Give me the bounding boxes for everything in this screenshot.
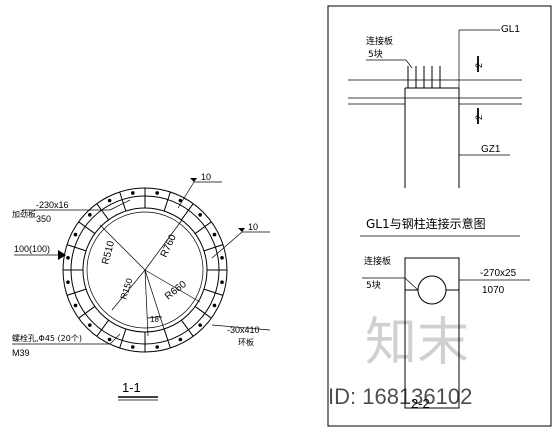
bolt-hole [220,255,224,260]
watermark-id: ID: 168136102 [328,384,472,409]
bolt-holes [66,191,224,349]
stiffener-spoke [163,191,171,212]
radius-label-r760: R760 [159,233,179,260]
ring-size-label: -30x410 [227,325,260,335]
stiffener-spoke [119,191,127,212]
s22-size-label: -270x25 [480,268,517,279]
tag-top-marker [190,178,197,182]
s22-plate-leader-d [404,277,419,291]
radius-line-r660 [144,269,201,303]
tag-top-label: 10 [201,172,211,182]
watermark: 知末 ID: 168136102 [328,313,472,409]
ring-name-label: 环板 [238,337,254,347]
stiffener-spoke [78,221,96,234]
stiffener-spoke [119,328,127,349]
pipe-section-circle [417,275,447,305]
bolt-size-label: M39 [12,348,30,358]
cut-label-bottom: 2 [474,115,484,120]
elevation-caption: GL1与钢柱连接示意图 [366,216,486,231]
stiffener-spoke [194,221,212,234]
s22-plate-label: 连接板 [364,255,391,267]
bolt-hole [107,337,112,342]
column-section-rect [404,257,460,409]
s22-plate-count: 5块 [366,279,381,291]
cut-label-top: 2 [474,63,484,68]
plate-count-label: 350 [36,214,51,224]
tag-right-leader [211,231,243,259]
radius-line-r510 [99,224,146,271]
plate-size-label: -230x16 [36,200,69,210]
dim-100-label: 100(100) [14,244,50,254]
stiffener-spoke [163,328,171,349]
inner-ring-circle [86,211,204,329]
bolt-hole [212,232,217,237]
stiffener-spoke [78,306,96,319]
bolt-hole [130,191,135,195]
column-label: GZ1 [481,144,501,155]
bolt-leader-tail [109,333,121,345]
bolt-hole [220,280,224,285]
bolt-hole [107,198,112,203]
plate-leader-d [405,59,413,69]
section-1-title: 1-1 [122,380,141,395]
section-2-title: 2-2 [411,396,430,411]
stiffener-spoke [203,288,224,296]
ring-leader-line [211,324,271,331]
bolt-hole [198,213,202,217]
elev-plate-label: 连接板 [366,35,393,47]
radius-label-r660: R660 [163,279,189,303]
stiffener-spoke [96,319,109,337]
elev-plate-count: 5块 [368,48,383,60]
beam-label: GL1 [501,24,520,35]
stiffener-spokes [63,188,227,352]
bolt-hole [178,337,183,342]
section-1-1: R510 R760 R660 R150 18° 加劲板 -230x16 350 … [12,172,271,401]
tag-top-leader [177,181,195,209]
bolt-hole [130,345,135,349]
bolt-hole [198,323,202,327]
watermark-brand: 知末 [365,313,469,373]
stiffener-spoke [66,288,87,296]
bolt-hole [73,232,78,237]
plate-leader-tail [109,199,131,211]
tag-right-label: 10 [248,222,258,232]
angle-label: 18° [150,315,162,324]
stiffener-spoke [194,306,212,319]
bolt-spec-label: 螺栓孔,Φ45 (20个) [12,333,82,343]
section-2-2: 连接板 5块 -270x25 1070 2-2 [362,255,530,411]
s22-length-label: 1070 [482,285,505,296]
bolt-hole [178,198,183,203]
column-elevation: 连接板 5块 GL1 2 2 GZ1 GL1与钢柱连接示意图 [348,24,522,237]
stiffener-spoke [203,244,224,252]
bolt-hole [73,303,78,308]
bolt-hole [88,213,92,217]
angle-line-a [144,269,149,337]
stiffener-spoke [181,203,194,221]
stiffener-spoke [66,244,87,252]
radius-label-r510: R510 [100,239,117,265]
bolt-hole [66,280,70,285]
bolt-hole [212,303,217,308]
dim-100-arrow [58,250,66,260]
radius-label-r150: R150 [118,277,134,301]
angle-line-b [144,269,166,333]
stiffener-spoke [181,319,194,337]
radius-line-r760 [144,219,183,271]
detail-frame [327,5,552,427]
bolt-hole [155,191,160,195]
bolt-hole [88,323,92,327]
bolt-hole [66,255,70,260]
angle-arc [146,315,161,319]
tag-right-marker [238,228,245,232]
stiffener-spoke [96,203,109,221]
bolt-hole [155,345,160,349]
radius-line-r150 [111,269,146,311]
plate-name-label: 加劲板 [12,209,36,219]
